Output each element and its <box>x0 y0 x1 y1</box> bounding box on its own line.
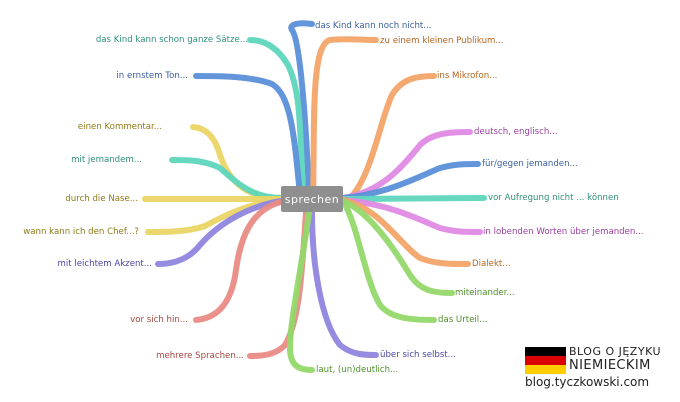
branch-link-15 <box>340 198 455 296</box>
branch-label-leichtem-akzent[interactable]: mit leichtem Akzent... <box>57 259 152 269</box>
branch-label-chef[interactable]: wann kann ich den Chef...? <box>23 227 139 237</box>
branch-label-laut-deutlich[interactable]: laut, (un)deutlich... <box>316 365 399 375</box>
branch-label-mit-jemandem[interactable]: mit jemandem... <box>71 155 142 165</box>
branch-link-17 <box>340 198 437 323</box>
branch-link-20 <box>286 209 315 373</box>
branch-label-dialekt[interactable]: Dialekt... <box>472 259 511 269</box>
branch-link-19 <box>309 209 379 358</box>
blog-branding[interactable]: BLOG O JĘZYKU NIEMIECKIM blog.tyczkowski… <box>525 345 675 395</box>
branch-link-0 <box>288 20 315 199</box>
branch-link-13 <box>155 198 284 267</box>
flag-stripe-gold <box>525 365 566 374</box>
branch-label-deutsch-englisch[interactable]: deutsch, englisch... <box>474 127 558 137</box>
branch-link-16 <box>193 199 284 323</box>
branch-label-durch-die-nase[interactable]: durch die Nase... <box>65 194 138 204</box>
branch-link-7 <box>169 157 284 201</box>
branch-label-lobenden-worten[interactable]: in lobenden Worten über jemanden... <box>483 227 644 237</box>
branch-label-ueber-sich-selbst[interactable]: über sich selbst... <box>380 350 456 360</box>
branch-link-14 <box>340 197 471 267</box>
blog-title-line2: NIEMIECKIM <box>569 358 651 373</box>
center-node[interactable]: sprechen <box>281 186 343 212</box>
branch-label-urteil[interactable]: das Urteil... <box>438 315 488 325</box>
branch-link-12 <box>340 197 483 235</box>
branch-link-6 <box>340 129 473 201</box>
german-flag-icon <box>525 347 566 374</box>
branch-label-kind-noch-nicht[interactable]: das Kind kann noch nicht... <box>315 21 432 31</box>
branch-label-ganze-saetze[interactable]: das Kind kann schon ganze Sätze... <box>95 35 248 45</box>
branch-label-kommentar[interactable]: einen Kommentar... <box>77 122 162 132</box>
flag-stripe-red <box>525 356 566 365</box>
branch-label-mikrofon[interactable]: ins Mikrofon... <box>437 71 498 81</box>
branch-link-1 <box>310 36 379 199</box>
branch-link-8 <box>340 161 481 201</box>
branch-label-ernstem-ton[interactable]: in ernstem Ton... <box>116 71 188 81</box>
branch-link-10 <box>340 195 487 202</box>
branch-label-vor-sich-hin[interactable]: vor sich hin... <box>130 315 188 325</box>
branch-label-publikum[interactable]: zu einem kleinen Publikum... <box>380 36 504 46</box>
branch-label-vor-aufregung[interactable]: vor Aufregung nicht ... können <box>488 193 619 203</box>
blog-title-line1: BLOG O JĘZYKU <box>569 345 662 358</box>
branch-label-fuer-gegen[interactable]: für/gegen jemanden... <box>482 159 578 169</box>
branch-link-4 <box>347 73 437 201</box>
branch-link-2 <box>247 37 306 199</box>
blog-url[interactable]: blog.tyczkowski.com <box>525 375 650 389</box>
branch-label-miteinander[interactable]: miteinander... <box>455 288 515 298</box>
center-node-label: sprechen <box>284 192 340 206</box>
flag-stripe-black <box>525 347 566 356</box>
branch-link-3 <box>193 73 303 199</box>
branch-label-mehrere-sprachen[interactable]: mehrere Sprachen... <box>156 351 244 361</box>
